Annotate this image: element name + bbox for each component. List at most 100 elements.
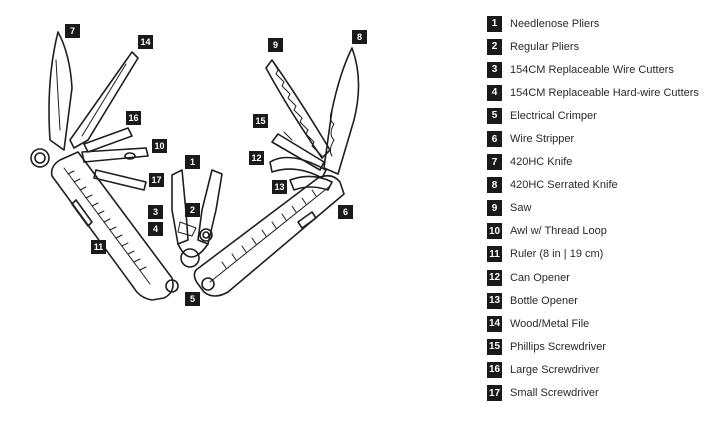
legend-number-badge: 3 (487, 61, 502, 78)
legend-number-badge: 9 (487, 200, 502, 217)
callout-15: 15 (253, 114, 268, 128)
callout-2: 2 (185, 203, 200, 217)
multitool-illustration: 7 14 16 10 17 1 (30, 24, 367, 306)
legend-label: Wood/Metal File (510, 317, 590, 330)
svg-text:10: 10 (154, 141, 164, 151)
callouts: 7 14 16 10 17 1 (65, 24, 367, 306)
svg-text:7: 7 (70, 26, 75, 36)
svg-text:2: 2 (190, 205, 195, 215)
legend-number-badge: 12 (487, 269, 502, 286)
legend-number-badge: 2 (487, 38, 502, 55)
legend-label: 420HC Knife (510, 156, 573, 169)
callout-3: 3 (148, 205, 163, 219)
legend-number-badge: 16 (487, 361, 502, 378)
callout-5: 5 (185, 292, 200, 306)
legend-number-badge: 4 (487, 84, 502, 101)
callout-14: 14 (138, 35, 153, 49)
legend-item: 7 420HC Knife (487, 151, 717, 174)
svg-text:4: 4 (153, 224, 158, 234)
legend-item: 17 Small Screwdriver (487, 382, 717, 405)
svg-text:8: 8 (357, 32, 362, 42)
legend-item: 16 Large Screwdriver (487, 358, 717, 381)
legend-label: Regular Pliers (510, 40, 580, 53)
svg-text:16: 16 (128, 113, 138, 123)
svg-text:3: 3 (153, 207, 158, 217)
svg-text:6: 6 (343, 207, 348, 217)
svg-text:11: 11 (94, 242, 104, 252)
svg-text:12: 12 (251, 153, 261, 163)
legend-item: 11 Ruler (8 in | 19 cm) (487, 243, 717, 266)
callout-17: 17 (149, 173, 164, 187)
bottle-opener (289, 175, 333, 191)
legend-number-badge: 14 (487, 315, 502, 332)
legend-item: 10 Awl w/ Thread Loop (487, 220, 717, 243)
legend-label: Awl w/ Thread Loop (510, 225, 607, 238)
legend-label: Needlenose Pliers (510, 17, 600, 30)
legend-label: Wire Stripper (510, 133, 575, 146)
awl-tool (81, 147, 149, 163)
legend-number-badge: 6 (487, 131, 502, 148)
legend-label: Large Screwdriver (510, 363, 600, 376)
callout-9: 9 (268, 38, 283, 52)
legend-number-badge: 5 (487, 107, 502, 124)
legend-label: Saw (510, 202, 532, 215)
legend-number-badge: 17 (487, 385, 502, 402)
legend-number-badge: 11 (487, 246, 502, 263)
callout-13: 13 (272, 180, 287, 194)
legend-label: Electrical Crimper (510, 109, 597, 122)
legend-item: 5 Electrical Crimper (487, 104, 717, 127)
callout-12: 12 (249, 151, 264, 165)
legend-label: Small Screwdriver (510, 387, 599, 400)
svg-text:1: 1 (190, 157, 195, 167)
legend-item: 9 Saw (487, 197, 717, 220)
knife-blade (48, 31, 73, 151)
legend-number-badge: 15 (487, 338, 502, 355)
legend-number-badge: 13 (487, 292, 502, 309)
legend-number-badge: 1 (487, 15, 502, 32)
saw-blade (265, 59, 331, 159)
legend-label: Ruler (8 in | 19 cm) (510, 248, 604, 261)
legend-number-badge: 10 (487, 223, 502, 240)
right-handle (193, 174, 345, 297)
legend-label: 420HC Serrated Knife (510, 179, 618, 192)
left-handle (30, 148, 179, 301)
small-screwdriver (93, 169, 147, 191)
legend-item: 2 Regular Pliers (487, 35, 717, 58)
legend-label: 154CM Replaceable Wire Cutters (510, 63, 674, 76)
legend-item: 3 154CM Replaceable Wire Cutters (487, 58, 717, 81)
svg-text:15: 15 (255, 116, 265, 126)
legend-label: Can Opener (510, 271, 570, 284)
svg-text:5: 5 (190, 294, 195, 304)
legend-label: 154CM Replaceable Hard-wire Cutters (510, 86, 699, 99)
legend-label: Bottle Opener (510, 294, 578, 307)
callout-1: 1 (185, 155, 200, 169)
legend-number-badge: 7 (487, 154, 502, 171)
legend-item: 14 Wood/Metal File (487, 312, 717, 335)
serrated-knife (323, 47, 360, 175)
legend-item: 4 154CM Replaceable Hard-wire Cutters (487, 81, 717, 104)
callout-10: 10 (152, 139, 167, 153)
svg-text:14: 14 (140, 37, 150, 47)
legend-number-badge: 8 (487, 177, 502, 194)
multitool-diagram: 7 14 16 10 17 1 (30, 24, 367, 306)
phillips-screwdriver (271, 131, 325, 171)
file-tool (69, 51, 139, 149)
legend-item: 12 Can Opener (487, 266, 717, 289)
callout-16: 16 (126, 111, 141, 125)
legend-item: 1 Needlenose Pliers (487, 12, 717, 35)
callout-11: 11 (91, 240, 106, 254)
legend-item: 6 Wire Stripper (487, 127, 717, 150)
pliers-head (171, 169, 223, 268)
callout-6: 6 (338, 205, 353, 219)
callout-7: 7 (65, 24, 80, 38)
legend-item: 15 Phillips Screwdriver (487, 335, 717, 358)
legend-item: 13 Bottle Opener (487, 289, 717, 312)
legend-item: 8 420HC Serrated Knife (487, 174, 717, 197)
large-screwdriver (83, 127, 133, 153)
callout-4: 4 (148, 222, 163, 236)
svg-text:9: 9 (273, 40, 278, 50)
svg-text:17: 17 (151, 175, 161, 185)
callout-8: 8 (352, 30, 367, 44)
legend-label: Phillips Screwdriver (510, 340, 606, 353)
